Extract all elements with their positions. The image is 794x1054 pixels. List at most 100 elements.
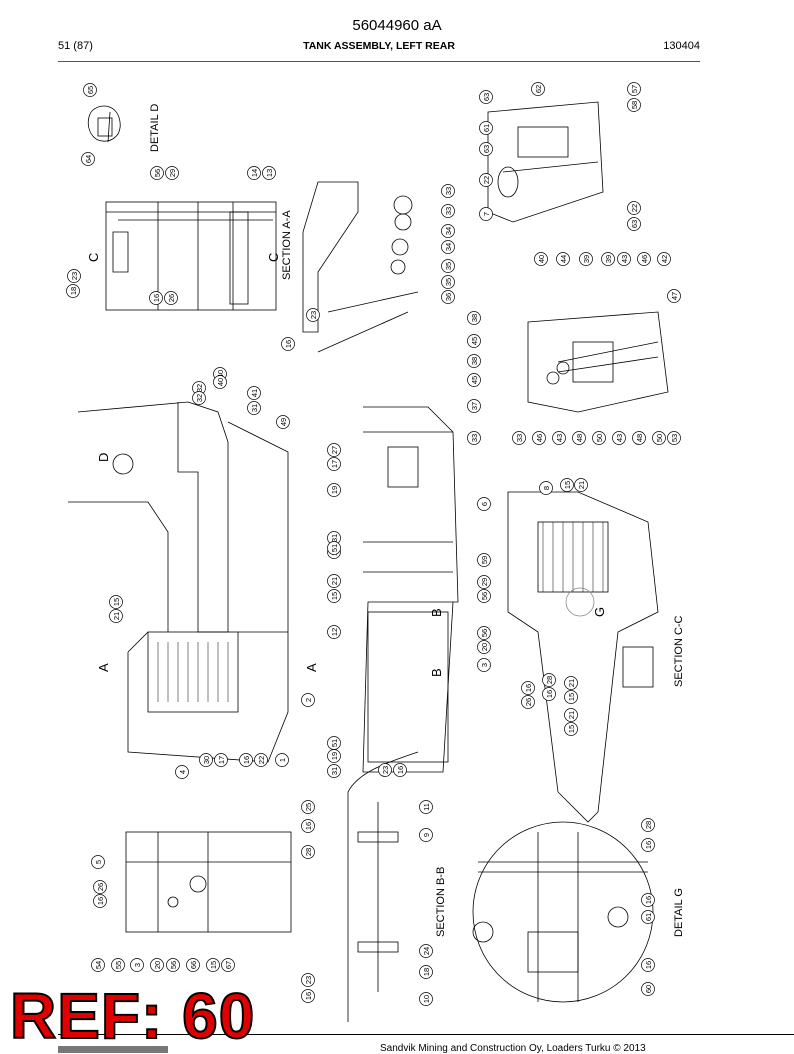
part-balloon: 16 [641, 893, 655, 907]
detail-marker-g: G [592, 607, 607, 617]
part-balloon: 23 [378, 763, 392, 777]
part-balloon: 41 [247, 386, 261, 400]
detail-d-view [87, 105, 121, 143]
section-marker-c-right: C [266, 253, 281, 262]
svg-text:35: 35 [444, 278, 453, 286]
svg-text:22: 22 [630, 204, 639, 212]
part-balloon: 32 [192, 391, 206, 405]
part-balloon: 63 [479, 142, 493, 156]
part-balloon: 10 [419, 992, 433, 1006]
svg-text:20: 20 [153, 961, 162, 969]
part-balloon: 26 [164, 291, 178, 305]
svg-text:21: 21 [577, 481, 586, 489]
part-balloon: 28 [301, 845, 315, 859]
part-balloon: 16 [93, 894, 107, 908]
part-balloon: 22 [627, 201, 641, 215]
part-balloon: 43 [612, 431, 626, 445]
part-balloon: 15 [327, 589, 341, 603]
part-balloon: 46 [532, 431, 546, 445]
svg-text:41: 41 [250, 389, 259, 397]
page-title: TANK ASSEMBLY, LEFT REAR [303, 40, 455, 52]
part-balloon: 16 [641, 838, 655, 852]
svg-text:23: 23 [309, 311, 318, 319]
part-balloon: 63 [627, 217, 641, 231]
part-balloon: 61 [479, 121, 493, 135]
part-balloon: 40 [534, 252, 548, 266]
svg-text:3: 3 [133, 963, 142, 967]
svg-text:62: 62 [534, 85, 543, 93]
part-balloon: 31 [327, 531, 341, 545]
svg-text:43: 43 [620, 255, 629, 263]
svg-text:15: 15 [330, 592, 339, 600]
svg-text:26: 26 [167, 294, 176, 302]
page-header: 51 (87) TANK ASSEMBLY, LEFT REAR 130404 [58, 40, 700, 56]
svg-text:64: 64 [84, 155, 93, 163]
svg-text:60: 60 [644, 985, 653, 993]
svg-text:54: 54 [94, 961, 103, 969]
svg-text:18: 18 [422, 968, 431, 976]
svg-text:16: 16 [284, 340, 293, 348]
part-balloon: 2 [301, 693, 315, 707]
part-balloon: 17 [327, 457, 341, 471]
part-balloon: 33 [441, 184, 455, 198]
part-balloon: 27 [327, 443, 341, 457]
part-balloon: 5 [91, 855, 105, 869]
part-balloon: 16 [521, 681, 535, 695]
header-divider [58, 61, 700, 62]
part-balloon: 33 [512, 431, 526, 445]
svg-text:23: 23 [381, 766, 390, 774]
svg-text:33: 33 [515, 434, 524, 442]
svg-text:20: 20 [480, 643, 489, 651]
part-balloon: 19 [327, 749, 341, 763]
part-balloon: 45 [467, 373, 481, 387]
svg-text:28: 28 [644, 821, 653, 829]
svg-text:24: 24 [422, 947, 431, 955]
svg-text:16: 16 [396, 766, 405, 774]
section-marker-b-bottom: B [429, 668, 444, 677]
part-balloon: 48 [632, 431, 646, 445]
part-balloon: 15 [564, 722, 578, 736]
part-balloon: 18 [419, 965, 433, 979]
part-balloon: 15 [564, 690, 578, 704]
svg-text:56: 56 [153, 169, 162, 177]
svg-text:36: 36 [444, 293, 453, 301]
part-balloon: 4 [175, 765, 189, 779]
svg-text:15: 15 [567, 693, 576, 701]
svg-text:47: 47 [670, 292, 679, 300]
part-balloon: 9 [419, 828, 433, 842]
part-balloon: 56 [477, 626, 491, 640]
part-balloon: 29 [477, 575, 491, 589]
part-balloon: 26 [521, 695, 535, 709]
svg-text:8: 8 [542, 486, 551, 490]
svg-text:61: 61 [644, 913, 653, 921]
part-balloon: 29 [165, 166, 179, 180]
svg-text:3: 3 [480, 663, 489, 667]
svg-text:10: 10 [422, 995, 431, 1003]
footer-divider [58, 1034, 794, 1035]
part-balloon: 66 [186, 958, 200, 972]
section-cc-label: SECTION C-C [673, 615, 685, 687]
svg-text:46: 46 [640, 255, 649, 263]
svg-text:29: 29 [168, 169, 177, 177]
part-balloon: 21 [574, 478, 588, 492]
svg-text:23: 23 [304, 976, 313, 984]
section-aa-view [105, 181, 419, 353]
part-balloon: 28 [641, 818, 655, 832]
part-balloon: 15 [109, 595, 123, 609]
part-balloon: 35 [441, 259, 455, 273]
svg-text:16: 16 [545, 690, 554, 698]
detail-d-label: DETAIL D [149, 104, 161, 152]
part-balloon: 34 [441, 240, 455, 254]
part-balloon: 36 [441, 290, 455, 304]
part-balloon: 59 [477, 553, 491, 567]
section-marker-a-right: A [304, 663, 319, 672]
part-balloon: 20 [150, 958, 164, 972]
svg-text:42: 42 [660, 255, 669, 263]
part-balloon: 54 [91, 958, 105, 972]
exploded-assembly-drawing: DETAIL D SECTION A-A SECTION B-B SECTION… [66, 82, 685, 1022]
part-balloon: 38 [467, 354, 481, 368]
section-cc-view [507, 491, 659, 823]
part-balloon: 21 [564, 708, 578, 722]
svg-text:16: 16 [242, 756, 251, 764]
svg-text:14: 14 [250, 169, 259, 177]
